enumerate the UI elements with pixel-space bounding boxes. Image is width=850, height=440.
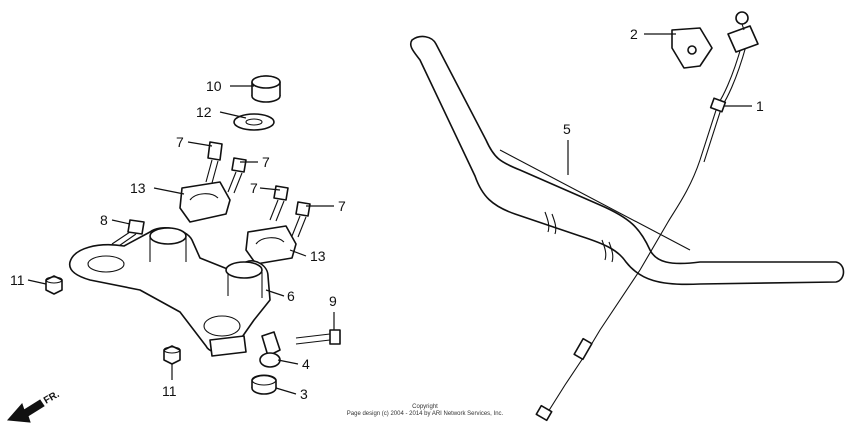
upper-holders — [179, 181, 297, 265]
callout-5: 5 — [563, 121, 571, 137]
cable-guide — [259, 331, 281, 368]
front-direction-indicator: FR. — [6, 389, 62, 423]
callout-11: 11 — [162, 383, 177, 399]
callout-7: 7 — [338, 198, 346, 214]
grommet — [251, 374, 277, 395]
callout-6: 6 — [287, 288, 295, 304]
cable-bracket — [671, 27, 713, 69]
side-bolt — [111, 219, 145, 249]
leader-lines — [27, 33, 752, 395]
copyright-line-2: Page design (c) 2004 - 2014 by ARI Netwo… — [346, 411, 504, 417]
nuts — [45, 275, 181, 365]
callout-13: 13 — [310, 248, 326, 264]
callout-7: 7 — [250, 180, 258, 196]
callout-1: 1 — [756, 98, 764, 114]
rubber-cap — [251, 75, 281, 103]
copyright-line-1: Copyright — [412, 404, 438, 410]
bolt-9 — [295, 329, 341, 345]
callout-3: 3 — [300, 386, 308, 402]
top-bridge — [68, 227, 271, 357]
copyright-notice: Copyright Page design (c) 2004 - 2014 by… — [300, 404, 550, 418]
handlebar — [409, 35, 845, 286]
callout-2: 2 — [630, 26, 638, 42]
throttle-cable — [535, 11, 759, 422]
callout-9: 9 — [329, 293, 337, 309]
callout-7: 7 — [176, 134, 184, 150]
direction-label: FR. — [42, 389, 62, 407]
arrow-icon — [6, 399, 45, 423]
callout-11: 11 — [10, 272, 25, 288]
callout-8: 8 — [100, 212, 108, 228]
callout-13: 13 — [130, 180, 146, 196]
callout-10: 10 — [206, 78, 222, 94]
callout-12: 12 — [196, 104, 212, 120]
callout-7: 7 — [262, 154, 270, 170]
callout-labels: 10 12 7 7 7 7 13 13 8 11 6 9 4 3 11 5 1 … — [10, 26, 764, 402]
callout-4: 4 — [302, 356, 310, 372]
